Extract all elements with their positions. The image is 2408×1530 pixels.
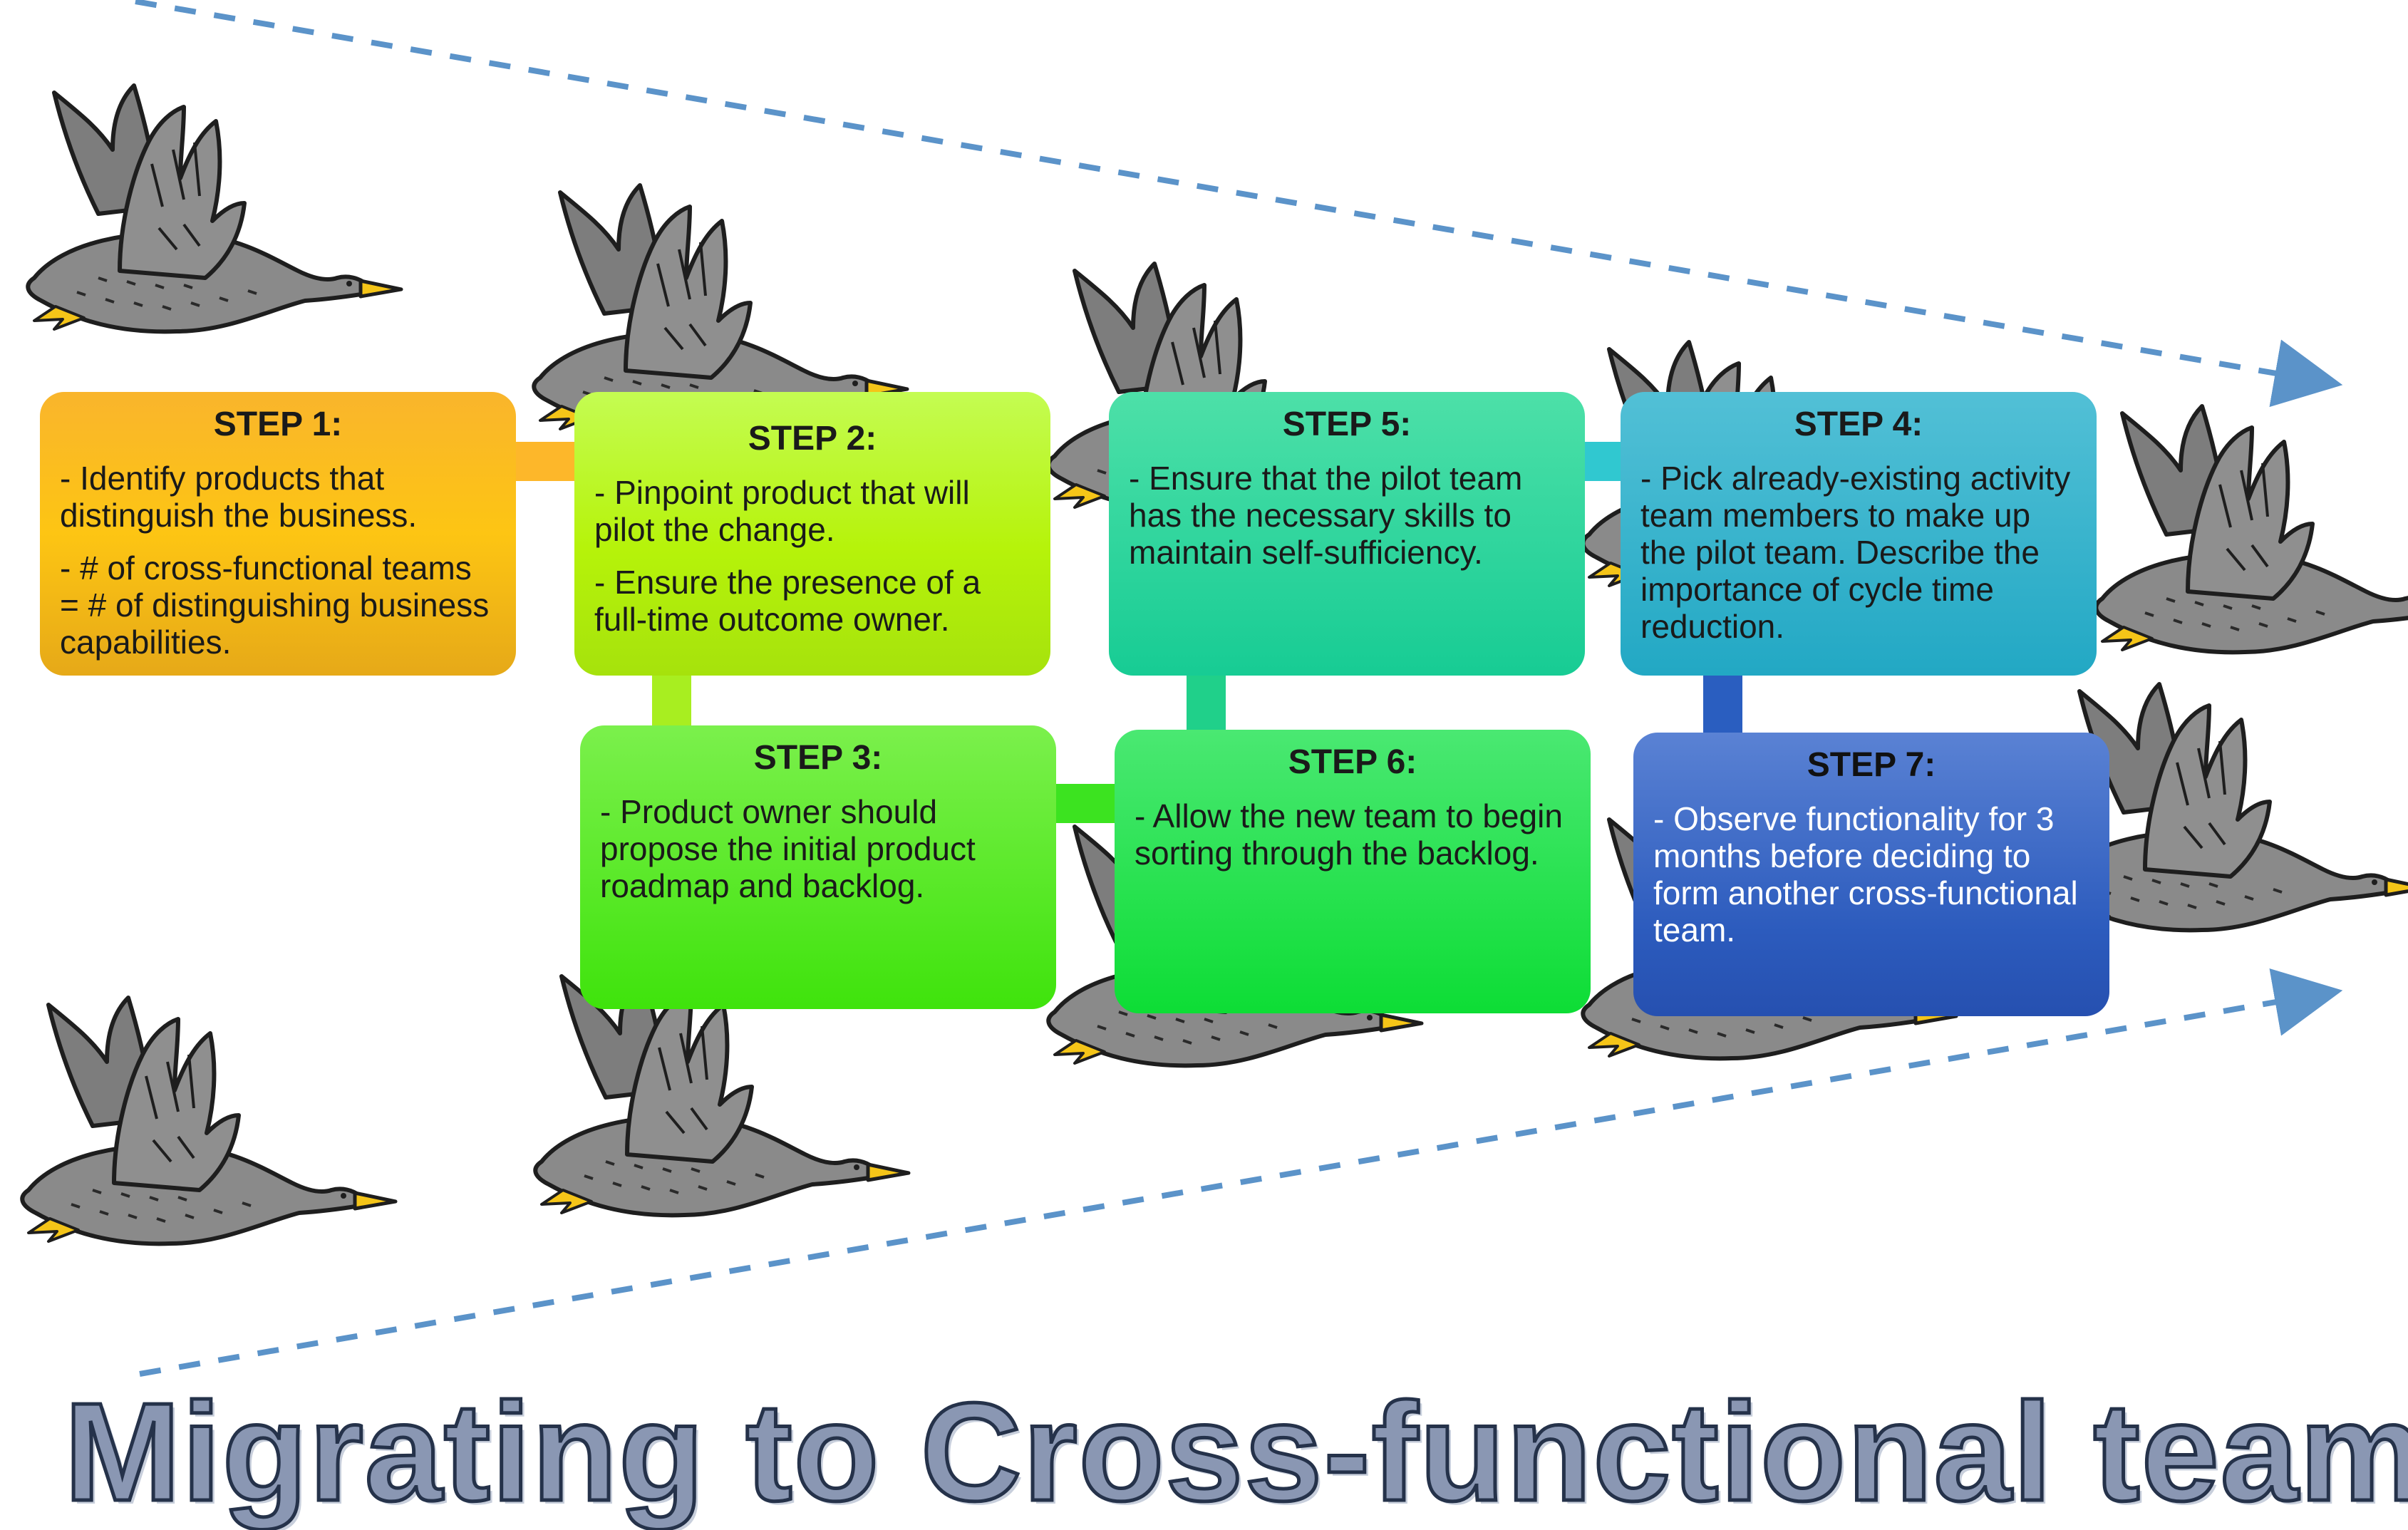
- page-title: Migrating to Cross-functional teams: [63, 1374, 2408, 1530]
- step-2-box: STEP 2: - Pinpoint product that will pil…: [574, 392, 1050, 676]
- step-5-title: STEP 5:: [1282, 405, 1412, 443]
- step-2-title: STEP 2:: [748, 420, 877, 458]
- connector-3-6: [1053, 784, 1117, 823]
- goose-icon: [22, 998, 396, 1244]
- step-5-box: STEP 5: - Ensure that the pilot team has…: [1109, 392, 1585, 676]
- step-7-box: STEP 7: - Observe functionality for 3 mo…: [1633, 733, 2109, 1016]
- step-4-title: STEP 4:: [1794, 405, 1923, 443]
- step-6-box: STEP 6: - Allow the new team to begin so…: [1115, 730, 1591, 1013]
- connector-5-4: [1582, 442, 1625, 481]
- goose-icon: [2096, 406, 2408, 652]
- goose-icon: [28, 86, 401, 331]
- step-2-line-2: - Ensure the presence of a full-time out…: [594, 563, 981, 638]
- connector-4-7: [1703, 670, 1742, 738]
- connector-1-2: [513, 442, 577, 481]
- step-1-title: STEP 1:: [213, 405, 343, 443]
- step-4-box: STEP 4: - Pick already-existing activity…: [1621, 392, 2097, 676]
- step-3-box: STEP 3: - Product owner should propose t…: [580, 725, 1056, 1009]
- step-3-title: STEP 3:: [753, 739, 883, 777]
- bottom-dashed-arrow: [139, 968, 2343, 1377]
- step-3-line-1: - Product owner should propose the initi…: [600, 792, 976, 904]
- connector-6-5: [1187, 670, 1226, 734]
- top-dashed-arrow: [135, 0, 2343, 408]
- step-6-line-1: - Allow the new team to begin sorting th…: [1135, 797, 1563, 872]
- step-5-line-1: - Ensure that the pilot team has the nec…: [1129, 459, 1523, 571]
- step-2-line-1: - Pinpoint product that will pilot the c…: [594, 473, 970, 548]
- step-7-title: STEP 7:: [1807, 746, 1936, 784]
- step-1-box: STEP 1: - Identify products that disting…: [40, 392, 516, 676]
- step-4-line-1: - Pick already-existing activity team me…: [1640, 459, 2071, 645]
- step-1-line-1: - Identify products that distinguish the…: [60, 459, 418, 534]
- step-6-title: STEP 6:: [1288, 743, 1417, 781]
- connector-2-3: [652, 670, 691, 730]
- step-1-line-2: - # of cross-functional teams = # of dis…: [60, 549, 490, 661]
- step-7-line-1: - Observe functionality for 3 months bef…: [1653, 800, 2078, 949]
